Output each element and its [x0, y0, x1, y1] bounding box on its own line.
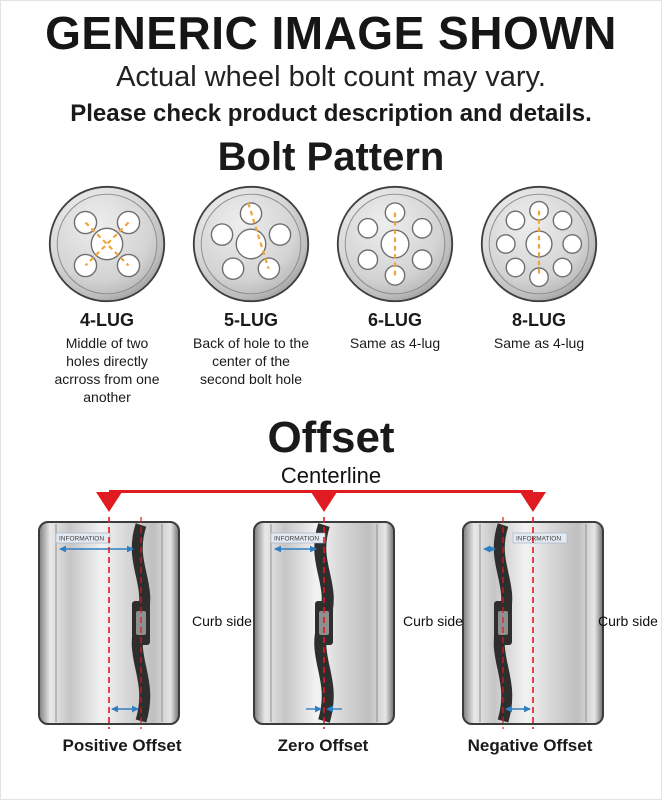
- lug-label: 5-LUG: [224, 309, 278, 330]
- positive-offset-wheel-diagram: INFORMATION: [38, 516, 180, 729]
- lug-description: Same as 4-lug: [349, 334, 441, 351]
- wheel-4lug-icon: [48, 185, 166, 303]
- note-text: Please check product description and det…: [70, 99, 592, 127]
- offset-diagrams: INFORMATION INFORMATION: [1, 516, 661, 732]
- lug-holes: [210, 202, 292, 280]
- page-title: GENERIC IMAGE SHOWN: [45, 7, 617, 59]
- centerline-line: [109, 489, 533, 493]
- backspacing-arrow-icon: [483, 545, 496, 553]
- watermark-text: INFORMATION: [516, 535, 561, 542]
- lug-holes: [495, 200, 583, 288]
- positive-offset-label: Positive Offset: [62, 735, 182, 755]
- wheel-5lug-icon: [192, 185, 310, 303]
- offset-measure-arrow-icon: [306, 705, 342, 713]
- curb-side-label: Curb side: [598, 612, 658, 629]
- measure-dashed-lines: [84, 221, 130, 267]
- bolt-pattern-row: 4-LUG Middle of two holes directly acrro…: [1, 184, 661, 407]
- lug-description: Back of hole to the center of the second…: [193, 334, 309, 387]
- negative-offset-label: Negative Offset: [467, 735, 593, 755]
- watermark-text: INFORMATION: [59, 535, 104, 542]
- centerline-arrow-middle-icon: [311, 491, 337, 512]
- offset-measure-arrow-icon: [505, 705, 531, 713]
- centerline-label: Centerline: [280, 462, 382, 488]
- bolt-pattern-item-4lug: 4-LUG Middle of two holes directly acrro…: [35, 184, 179, 407]
- measure-dashed-lines: [247, 202, 270, 269]
- bolt-pattern-item-8lug: 8-LUG Same as 4-lug: [467, 184, 611, 407]
- wheel-8lug-icon: [480, 185, 598, 303]
- watermark-text: INFORMATION: [274, 535, 319, 542]
- wheel-6lug-icon: [336, 185, 454, 303]
- bolt-pattern-heading: Bolt Pattern: [217, 134, 445, 179]
- subtitle-text: Actual wheel bolt count may vary.: [116, 60, 546, 93]
- offset-labels-row: Positive Offset Zero Offset Negative Off…: [1, 736, 661, 762]
- lug-label: 4-LUG: [80, 309, 134, 330]
- backspacing-arrow-icon: [59, 545, 134, 553]
- lug-label: 6-LUG: [368, 309, 422, 330]
- centerline-arrow-right-icon: [520, 491, 546, 512]
- center-bore: [380, 229, 410, 259]
- lug-description: Middle of two holes directly acrross fro…: [54, 334, 160, 405]
- backspacing-arrow-icon: [274, 545, 317, 553]
- lug-label: 8-LUG: [512, 309, 566, 330]
- bolt-pattern-item-6lug: 6-LUG Same as 4-lug: [323, 184, 467, 407]
- curb-side-label: Curb side: [192, 612, 252, 629]
- header: GENERIC IMAGE SHOWN Actual wheel bolt co…: [1, 1, 661, 127]
- zero-offset-label: Zero Offset: [277, 735, 369, 755]
- zero-offset-wheel-diagram: INFORMATION: [253, 516, 395, 729]
- offset-measure-arrow-icon: [111, 705, 139, 713]
- centerline-arrow-left-icon: [96, 491, 122, 512]
- bolt-pattern-item-5lug: 5-LUG Back of hole to the center of the …: [179, 184, 323, 407]
- offset-heading: Offset: [267, 412, 395, 462]
- lug-description: Same as 4-lug: [493, 334, 585, 351]
- curb-side-label: Curb side: [403, 612, 463, 629]
- centerline-indicator: Centerline: [1, 463, 661, 515]
- lug-holes: [357, 202, 433, 286]
- negative-offset-wheel-diagram: INFORMATION: [462, 516, 604, 729]
